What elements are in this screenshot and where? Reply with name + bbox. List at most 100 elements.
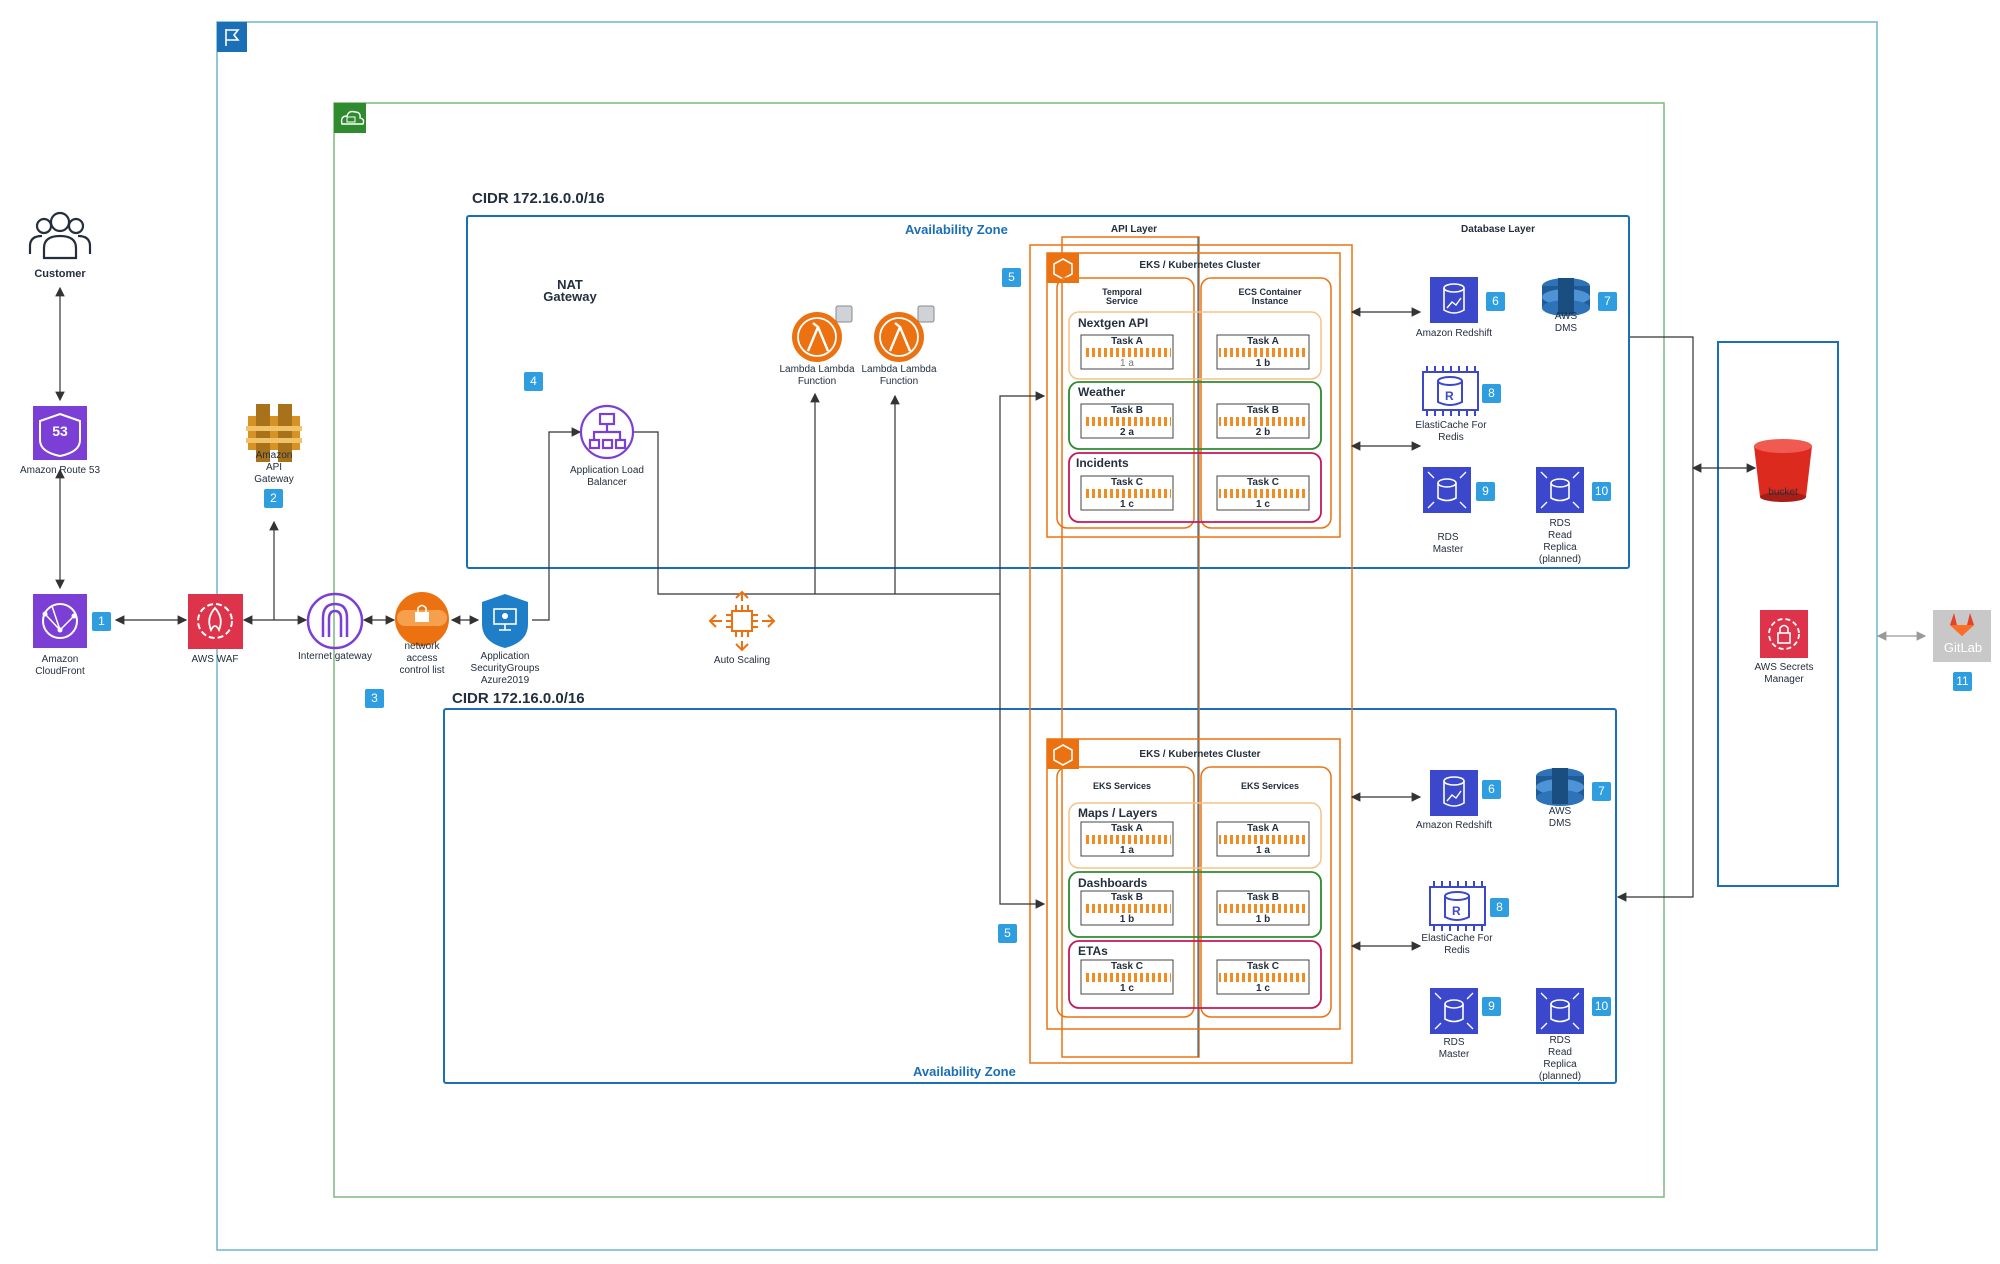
elasticache-label-top-line2: Redis xyxy=(1438,432,1464,443)
region-flag-icon xyxy=(217,22,247,52)
rds-master-label-bottom-line2: Master xyxy=(1438,1049,1470,1060)
rds-replica-icon-bottom xyxy=(1536,988,1584,1034)
customer-icon xyxy=(28,211,92,260)
temporal-label-line1: Temporal xyxy=(1102,287,1142,297)
lambda1-label-line2: Function xyxy=(797,376,837,387)
rds-replica-label-top-line1: RDS xyxy=(1549,518,1571,529)
rds-replica-label-bottom-line2: Read xyxy=(1548,1047,1572,1058)
group-title-bottom-2: ETAs xyxy=(1078,944,1108,958)
nacl-icon xyxy=(395,592,449,646)
dms-badge-bottom: 7 xyxy=(1592,782,1611,801)
api-gateway-badge: 2 xyxy=(264,489,283,508)
redshift-label-top: Amazon Redshift xyxy=(1415,328,1493,339)
lambda2-label-line2: Function xyxy=(879,376,919,387)
dms-badge-top: 7 xyxy=(1598,292,1617,311)
cloudfront-badge: 1 xyxy=(92,612,111,631)
task-sub: 1 c xyxy=(1120,499,1134,510)
redshift-label-bottom: Amazon Redshift xyxy=(1415,820,1493,831)
shared-services-panel xyxy=(1717,341,1839,887)
rds-replica-label-bottom-line1: RDS xyxy=(1549,1035,1571,1046)
svg-text:R: R xyxy=(1452,904,1461,918)
app-sg-label-line2: SecurityGroups xyxy=(470,663,540,674)
eks-cluster-top xyxy=(1046,252,1341,538)
secrets-manager-label-line2: Manager xyxy=(1764,674,1804,685)
rds-replica-label-bottom-line4: (planned) xyxy=(1538,1071,1582,1082)
eks-cluster-bottom xyxy=(1046,738,1341,1030)
rds-master-badge-top: 9 xyxy=(1476,482,1495,501)
secrets-manager-icon xyxy=(1760,610,1808,658)
task-name: Task B xyxy=(1110,892,1144,903)
application-load-balancer-icon xyxy=(579,404,635,460)
task-sub: 1 c xyxy=(1256,499,1270,510)
elasticache-label-top-line1: ElastiCache For xyxy=(1415,420,1487,431)
elasticache-label-bottom-line1: ElastiCache For xyxy=(1421,933,1493,944)
ecs-container-column xyxy=(1200,277,1332,529)
app-sg-label-line3: Azure2019 xyxy=(480,675,530,686)
badge-5-bottom: 5 xyxy=(998,924,1017,943)
s3-bucket-icon xyxy=(1754,439,1812,502)
lambda-function-icon-2 xyxy=(874,305,935,362)
cloudfront-label-line1: Amazon xyxy=(41,654,79,665)
task-boxes-bottom xyxy=(1080,821,1310,995)
vpc-boundary xyxy=(333,102,1665,1198)
task-name: Task B xyxy=(1246,892,1280,903)
task-sub: 1 a xyxy=(1120,845,1134,856)
redshift-icon-top xyxy=(1430,277,1478,323)
eks-icon-bottom xyxy=(1047,739,1079,769)
task-sub: 1 c xyxy=(1120,983,1134,994)
dms-label-bottom-line1: AWS xyxy=(1548,806,1572,817)
rds-replica-label-top-line2: Read xyxy=(1548,530,1572,541)
task-name: Task C xyxy=(1246,477,1280,488)
task-name: Task C xyxy=(1246,961,1280,972)
nat-gateway-label-line1: NAT xyxy=(557,277,583,292)
eks-title-bottom: EKS / Kubernetes Cluster xyxy=(1139,749,1261,760)
internet-gateway-label: Internet gateway xyxy=(298,651,372,662)
elasticache-icon-bottom xyxy=(1429,881,1486,931)
task-sub: 1 a xyxy=(1120,358,1134,369)
lambda-function-icon-1 xyxy=(792,305,853,362)
bucket-label: bucket xyxy=(1768,487,1798,498)
badge-4: 4 xyxy=(524,372,543,391)
route53-badge-text: 53 xyxy=(52,423,68,439)
cloudfront-label-line2: CloudFront xyxy=(35,666,85,677)
waf-label: AWS WAF xyxy=(191,654,239,665)
rds-replica-label-bottom-line3: Replica xyxy=(1543,1059,1577,1070)
group-title-top-0: Nextgen API xyxy=(1078,316,1149,330)
rds-master-icon-top xyxy=(1423,467,1471,513)
rds-master-label-top-line1: RDS xyxy=(1437,532,1459,543)
dashboards-group xyxy=(1068,871,1322,938)
task-sub: 1 b xyxy=(1255,358,1271,369)
task-name: Task A xyxy=(1247,336,1279,347)
elasticache-badge-top: 8 xyxy=(1482,384,1501,403)
eks-title-top: EKS / Kubernetes Cluster xyxy=(1139,260,1261,271)
task-boxes-top xyxy=(1080,334,1310,511)
group-title-top-1: Weather xyxy=(1078,385,1126,399)
dms-icon-bottom xyxy=(1536,768,1584,806)
security-group-icon xyxy=(482,594,528,648)
rds-replica-icon-top xyxy=(1536,467,1584,513)
task-sub: 1 c xyxy=(1256,983,1270,994)
task-name: Task B xyxy=(1246,405,1280,416)
rds-replica-label-top-line3: Replica xyxy=(1543,542,1577,553)
group-title-top-2: Incidents xyxy=(1076,456,1129,470)
badge-3: 3 xyxy=(365,689,384,708)
cidr-bottom-label: CIDR 172.16.0.0/16 xyxy=(452,690,585,707)
weather-group xyxy=(1068,381,1322,450)
alb-label-line2: Balancer xyxy=(587,477,627,488)
api-layer-inner-frame xyxy=(1061,236,1200,1058)
group-title-bottom-0: Maps / Layers xyxy=(1078,806,1158,820)
redshift-badge-bottom: 6 xyxy=(1482,780,1501,799)
redshift-icon-bottom xyxy=(1430,770,1478,816)
waf-icon xyxy=(188,594,243,649)
nacl-label-line1: network xyxy=(404,641,440,652)
etas-group xyxy=(1068,940,1322,1009)
rds-replica-badge-bottom: 10 xyxy=(1592,997,1611,1016)
dms-label-bottom-line2: DMS xyxy=(1548,818,1572,829)
route53-label: Amazon Route 53 xyxy=(19,465,101,476)
dms-icon-top xyxy=(1542,278,1590,316)
gitlab-label: GitLab xyxy=(1943,640,1983,655)
rds-master-label-bottom-line1: RDS xyxy=(1443,1037,1465,1048)
dms-label-top-line1: AWS xyxy=(1554,311,1578,322)
gitlab-icon xyxy=(1933,610,1991,662)
eks-services-label-2: EKS Services xyxy=(1240,781,1300,791)
